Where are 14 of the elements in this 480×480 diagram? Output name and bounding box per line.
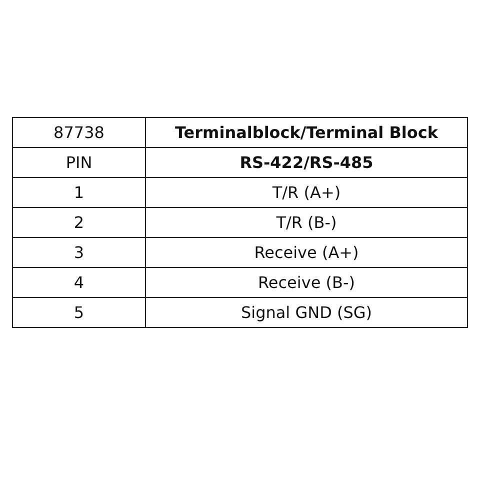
pin-number: 1	[74, 183, 84, 202]
pin-number: 3	[74, 243, 84, 262]
signal-name: T/R (A+)	[272, 183, 341, 202]
column-heading: RS-422/RS-485	[240, 153, 374, 172]
pin-number: 2	[74, 213, 84, 232]
column-heading: PIN	[66, 153, 92, 172]
pin-number: 5	[74, 303, 84, 322]
signal-name: Signal GND (SG)	[240, 303, 372, 322]
signal-name: T/R (B-)	[276, 213, 337, 232]
signal-name: Receive (A+)	[254, 243, 359, 262]
header-text: Terminalblock/Terminal Block	[175, 123, 438, 142]
pin-number: 4	[74, 273, 84, 292]
model-number: 87738	[54, 123, 104, 142]
signal-name: Receive (B-)	[258, 273, 355, 292]
